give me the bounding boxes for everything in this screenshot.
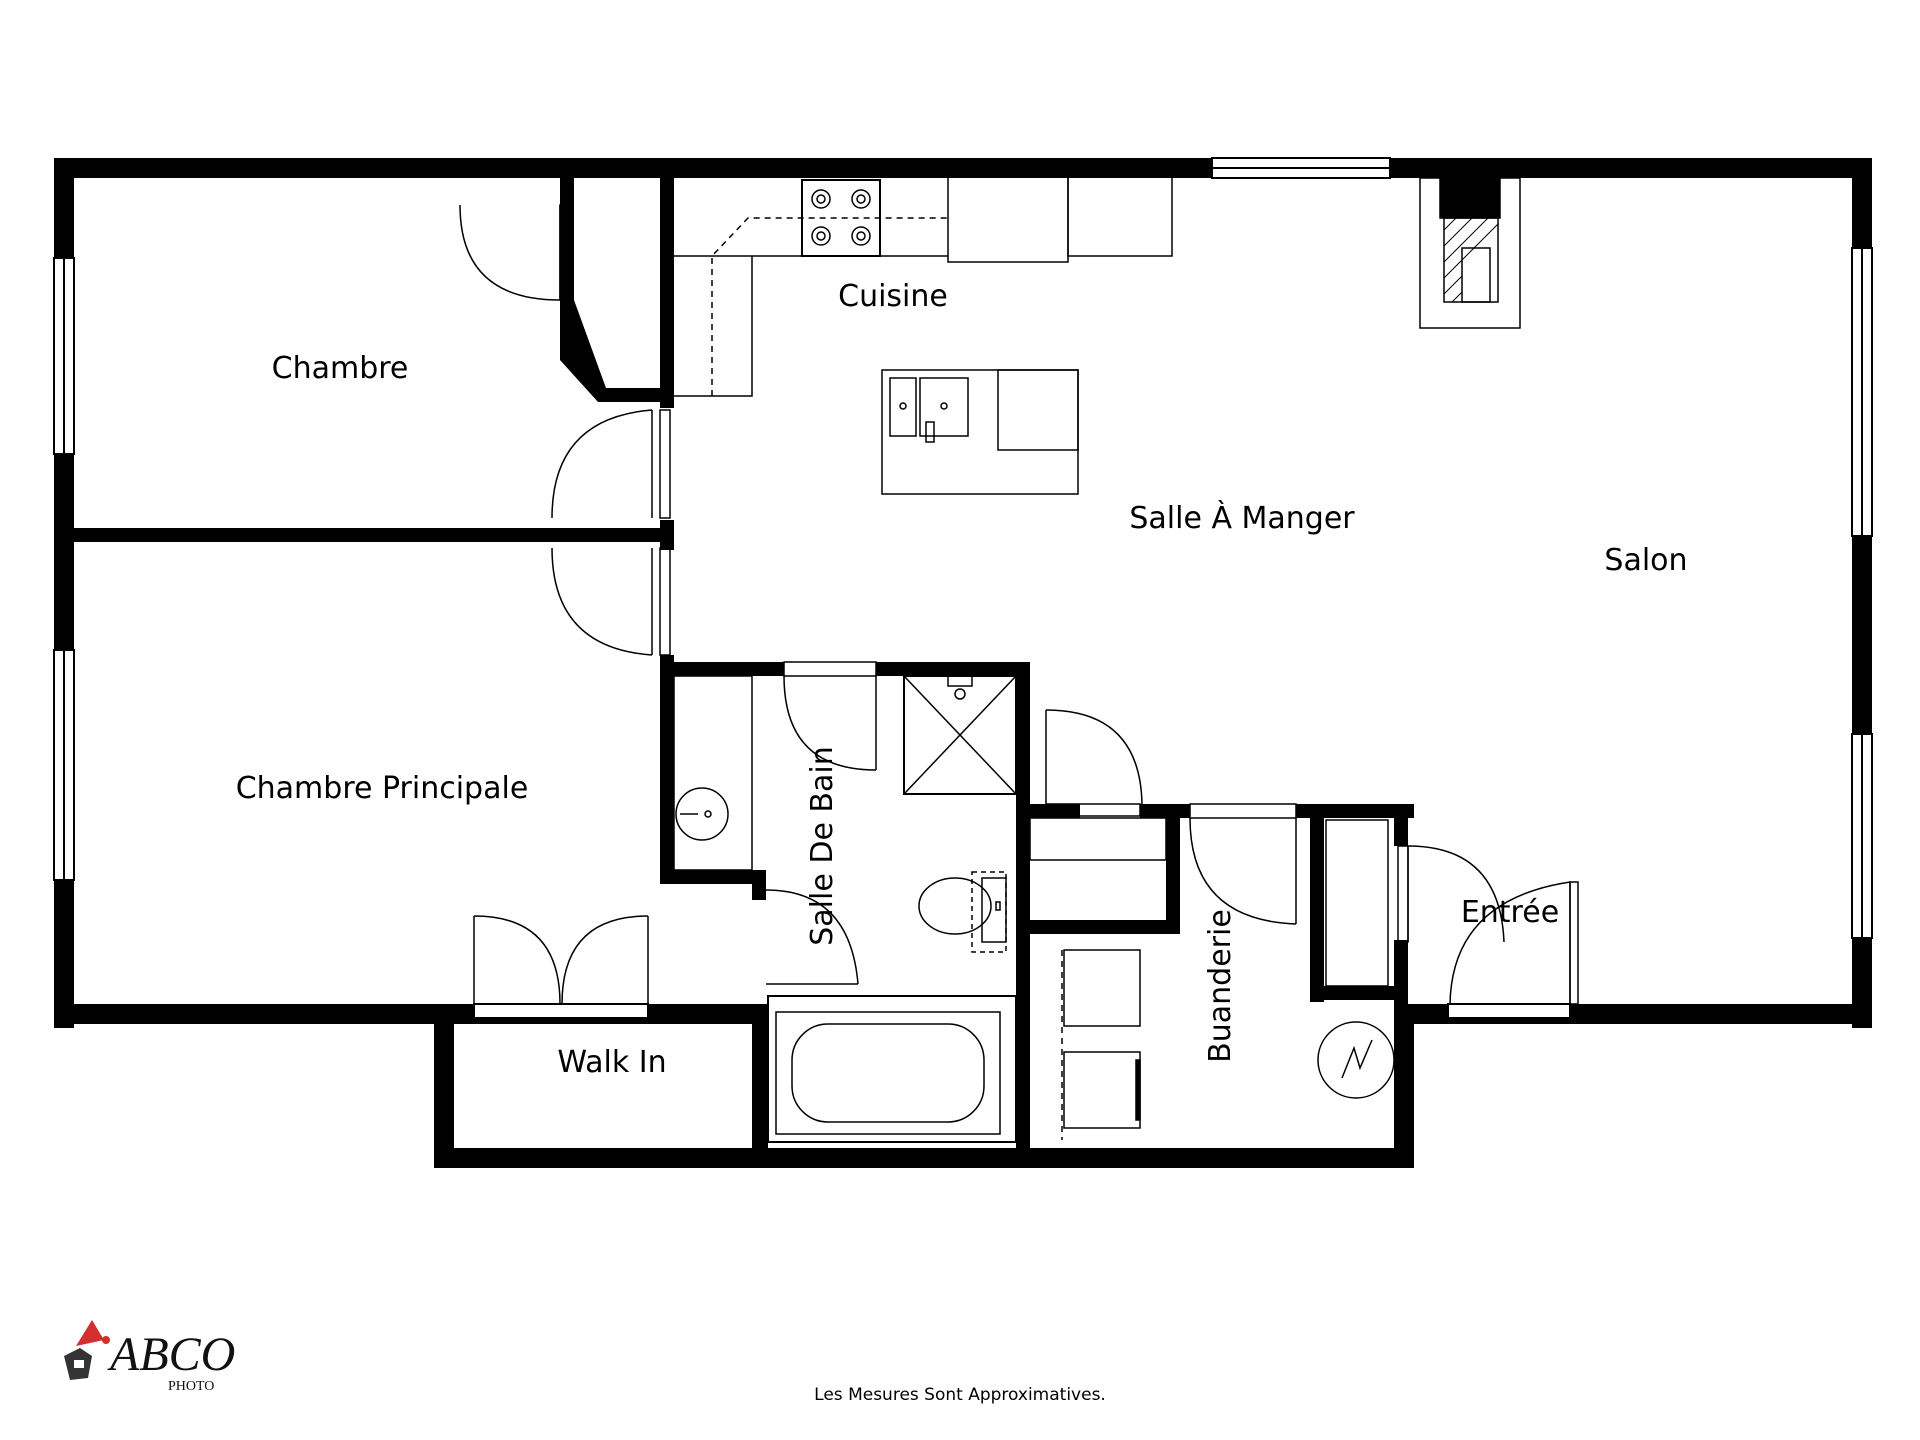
- label-salle-de-bain: Salle De Bain: [805, 746, 840, 946]
- label-buanderie: Buanderie: [1203, 909, 1238, 1063]
- label-salon: Salon: [1604, 543, 1687, 578]
- label-entree: Entrée: [1461, 895, 1559, 930]
- windows: [53, 157, 1873, 1019]
- footer-note: Les Mesures Sont Approximatives.: [814, 1385, 1106, 1405]
- walls: [54, 158, 1872, 1168]
- label-salle-a-manger: Salle À Manger: [1129, 500, 1355, 536]
- logo-text: ABCO: [107, 1328, 235, 1381]
- label-chambre: Chambre: [272, 351, 409, 386]
- room-labels: Chambre Cuisine Salle À Manger Salon Cha…: [236, 279, 1688, 1080]
- brand-logo: ABCO PHOTO: [58, 1300, 298, 1400]
- label-chambre-principale: Chambre Principale: [236, 771, 529, 806]
- doors: [459, 204, 1579, 1005]
- label-cuisine: Cuisine: [838, 279, 948, 314]
- label-walk-in: Walk In: [557, 1045, 666, 1080]
- logo-hat-icon: [76, 1320, 104, 1346]
- fixtures: [673, 177, 1521, 1143]
- logo-subtext: PHOTO: [168, 1379, 214, 1394]
